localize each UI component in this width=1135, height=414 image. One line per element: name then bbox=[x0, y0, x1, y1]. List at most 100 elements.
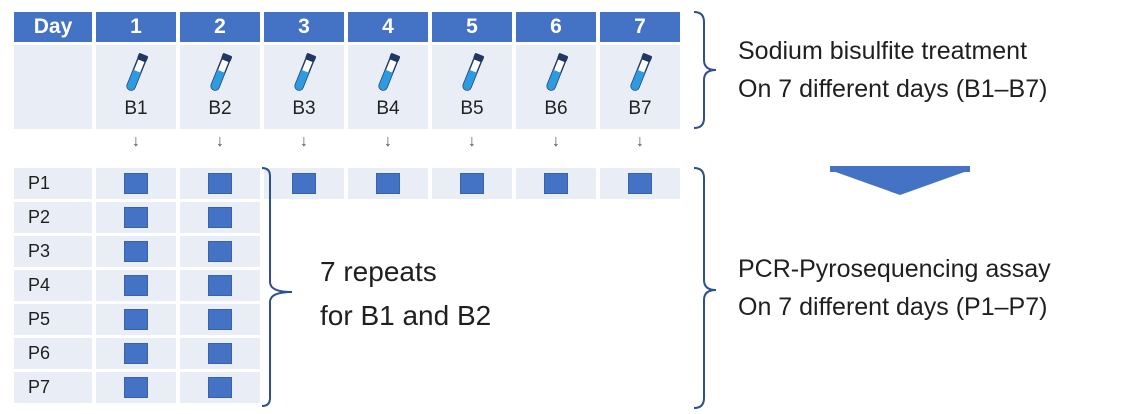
assay-cell bbox=[180, 168, 260, 199]
assay-cell bbox=[96, 338, 176, 369]
batch-label: B5 bbox=[460, 98, 484, 119]
tube-row-label-cell bbox=[14, 45, 92, 129]
day-header-7: 7 bbox=[600, 12, 680, 42]
assay-marker bbox=[628, 173, 652, 194]
repeats-annotation: 7 repeats for B1 and B2 bbox=[320, 250, 491, 338]
day-number: 4 bbox=[382, 15, 394, 38]
assay-cell bbox=[96, 202, 176, 233]
assay-cell bbox=[264, 168, 344, 199]
test-tube-icon bbox=[375, 51, 401, 102]
assay-cell bbox=[96, 372, 176, 403]
batch-label: B4 bbox=[376, 98, 400, 119]
day-number: 2 bbox=[214, 15, 226, 38]
assay-marker bbox=[208, 173, 232, 194]
repeats-line-2: for B1 and B2 bbox=[320, 300, 492, 331]
bisulfite-brace bbox=[693, 11, 717, 129]
assay-marker bbox=[124, 275, 148, 296]
assay-cell bbox=[516, 168, 596, 199]
assay-marker bbox=[208, 309, 232, 330]
test-tube-icon bbox=[543, 51, 569, 102]
pyro-row-label: P5 bbox=[14, 304, 92, 335]
down-arrow-icon: ↓ bbox=[300, 133, 308, 150]
down-arrow-icon: ↓ bbox=[468, 133, 476, 150]
day-number: 5 bbox=[466, 15, 478, 38]
day-header-2: 2 bbox=[180, 12, 260, 42]
day-number: 1 bbox=[130, 15, 142, 38]
assay-cell bbox=[96, 168, 176, 199]
bisulfite-line-1: Sodium bisulfite treatment bbox=[738, 37, 1028, 65]
bisulfite-annotation: Sodium bisulfite treatment On 7 differen… bbox=[738, 32, 1133, 108]
tube-cell-b3: B3 bbox=[264, 45, 344, 129]
assay-marker bbox=[124, 241, 148, 262]
assay-marker bbox=[124, 173, 148, 194]
down-arrow-icon bbox=[830, 170, 970, 195]
tube-cell-b2: B2 bbox=[180, 45, 260, 129]
test-tube-icon bbox=[627, 51, 653, 102]
pyro-row-label: P6 bbox=[14, 338, 92, 369]
assay-cell bbox=[432, 168, 512, 199]
assay-marker bbox=[208, 343, 232, 364]
down-arrow-icon: ↓ bbox=[384, 133, 392, 150]
batch-label: B3 bbox=[292, 98, 316, 119]
pyro-row-label: P1 bbox=[14, 168, 92, 199]
assay-cell bbox=[180, 338, 260, 369]
pyro-line-2: On 7 different days (P1–P7) bbox=[738, 293, 1048, 321]
assay-marker bbox=[292, 173, 316, 194]
assay-marker bbox=[544, 173, 568, 194]
assay-marker bbox=[124, 343, 148, 364]
assay-marker bbox=[124, 377, 148, 398]
tube-cell-b7: B7 bbox=[600, 45, 680, 129]
batch-label: B7 bbox=[628, 98, 652, 119]
assay-cell bbox=[348, 168, 428, 199]
batch-label: B6 bbox=[544, 98, 568, 119]
day-header-6: 6 bbox=[516, 12, 596, 42]
pyro-row-label: P4 bbox=[14, 270, 92, 301]
batch-label: B2 bbox=[208, 98, 232, 119]
down-arrow-icon: ↓ bbox=[552, 133, 560, 150]
bisulfite-line-2: On 7 different days (B1–B7) bbox=[738, 75, 1048, 103]
assay-marker bbox=[376, 173, 400, 194]
assay-cell bbox=[600, 168, 680, 199]
assay-cell bbox=[180, 202, 260, 233]
pyro-row-label: P3 bbox=[14, 236, 92, 267]
assay-cell bbox=[180, 304, 260, 335]
pyro-annotation: PCR-Pyrosequencing assay On 7 different … bbox=[738, 250, 1133, 326]
test-tube-icon bbox=[207, 51, 233, 102]
test-tube-icon bbox=[459, 51, 485, 102]
assay-marker bbox=[124, 309, 148, 330]
assay-marker bbox=[208, 377, 232, 398]
day-header-1: 1 bbox=[96, 12, 176, 42]
assay-cell bbox=[180, 236, 260, 267]
tube-cell-b4: B4 bbox=[348, 45, 428, 129]
down-arrow-icon: ↓ bbox=[216, 133, 224, 150]
assay-marker bbox=[460, 173, 484, 194]
repeats-brace bbox=[261, 167, 293, 407]
day-header-text: Day bbox=[33, 15, 73, 38]
test-tube-icon bbox=[291, 51, 317, 102]
assay-marker bbox=[208, 207, 232, 228]
pyro-brace bbox=[693, 167, 717, 409]
test-tube-icon bbox=[123, 51, 149, 102]
assay-cell bbox=[180, 372, 260, 403]
day-number: 3 bbox=[298, 15, 310, 38]
day-header-label: Day bbox=[14, 12, 92, 42]
assay-cell bbox=[96, 270, 176, 301]
tube-cell-b6: B6 bbox=[516, 45, 596, 129]
assay-cell bbox=[96, 236, 176, 267]
day-header-3: 3 bbox=[264, 12, 344, 42]
day-number: 6 bbox=[550, 15, 562, 38]
day-header-4: 4 bbox=[348, 12, 428, 42]
down-arrow-icon: ↓ bbox=[132, 133, 140, 150]
day-number: 7 bbox=[634, 15, 646, 38]
pyro-row-label: P2 bbox=[14, 202, 92, 233]
tube-cell-b1: B1 bbox=[96, 45, 176, 129]
assay-marker bbox=[208, 275, 232, 296]
assay-marker bbox=[124, 207, 148, 228]
tube-cell-b5: B5 bbox=[432, 45, 512, 129]
assay-marker bbox=[208, 241, 232, 262]
down-arrow-icon: ↓ bbox=[636, 133, 644, 150]
repeats-line-1: 7 repeats bbox=[320, 256, 437, 287]
assay-cell bbox=[180, 270, 260, 301]
day-header-5: 5 bbox=[432, 12, 512, 42]
